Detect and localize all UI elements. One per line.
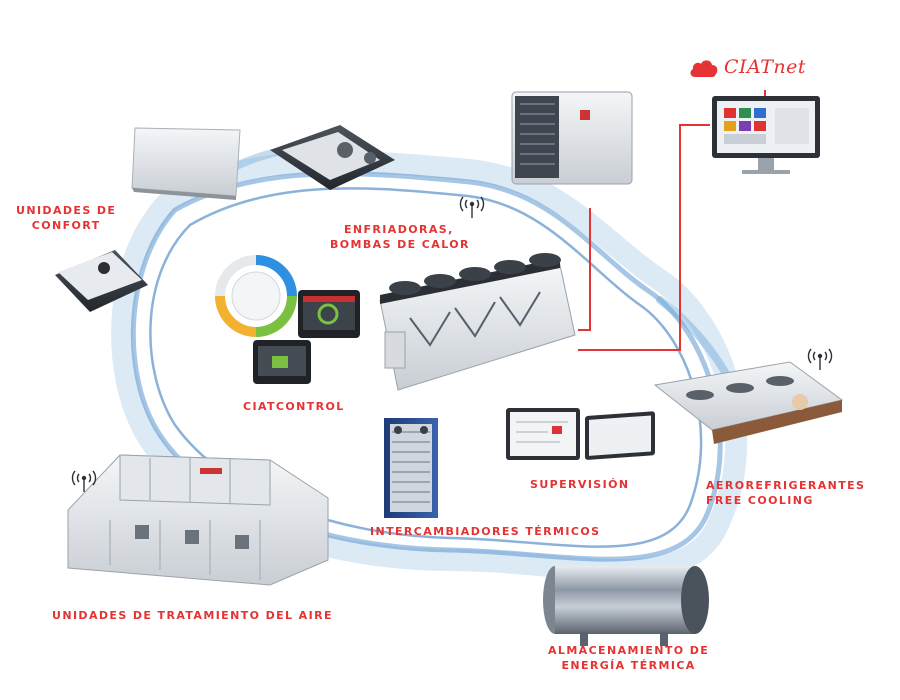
ciatnet-logo[interactable]: CIATnet [688,55,848,83]
label-heat-exchangers: INTERCAMBIADORES TÉRMICOS [370,525,601,538]
cassette-unit [270,125,395,190]
label-drycoolers: AEROREFRIGERANTES FREE COOLING [706,479,866,507]
ducted-unit [55,250,148,312]
label-comfort-units: UNIDADES DE CONFORT [16,204,117,232]
label-ciatcontrol: CIATCONTROL [243,400,345,413]
drycooler-unit [653,361,844,444]
wall-split-unit [131,127,241,200]
controller-devices [215,255,360,384]
brand-name: CIATnet [724,56,807,78]
cloud-icon [690,60,718,77]
label-supervision: SUPERVISIÓN [530,478,630,491]
wireless-icon [71,196,833,492]
monitor-dashboard [712,96,820,174]
label-chillers: ENFRIADORAS, BOMBAS DE CALOR [330,223,470,251]
chiller-small-unit [511,91,633,185]
label-storage: ALMACENAMIENTO DE ENERGÍA TÉRMICA [548,644,710,672]
label-air-handling: UNIDADES DE TRATAMIENTO DEL AIRE [52,609,333,622]
chiller-large-unit [379,253,576,391]
air-handling-unit [67,454,329,586]
heat-exchanger-unit [384,418,438,518]
supervision-screens [506,408,655,460]
storage-tank-unit [543,566,709,646]
